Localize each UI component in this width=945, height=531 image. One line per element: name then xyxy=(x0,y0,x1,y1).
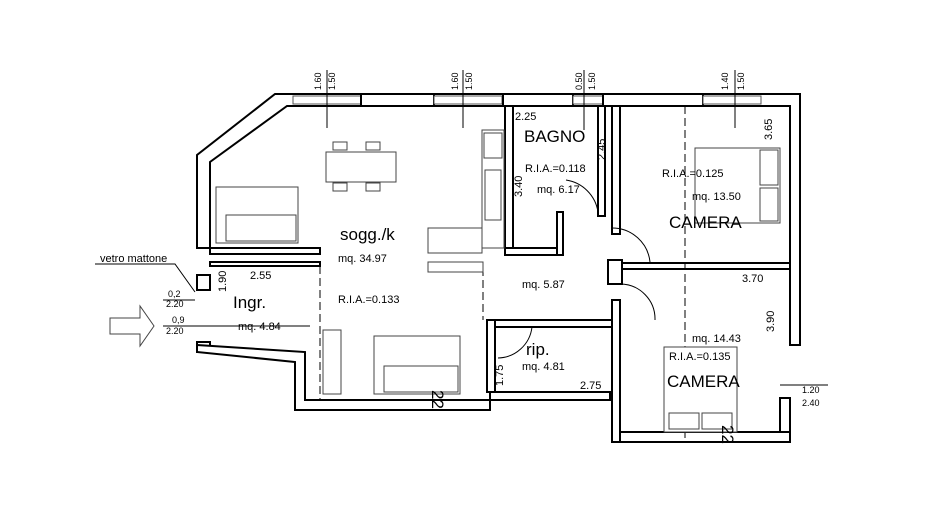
svg-text:mq. 13.50: mq. 13.50 xyxy=(692,191,741,203)
doors xyxy=(497,179,656,359)
svg-text:2.40: 2.40 xyxy=(802,398,820,408)
door-swing xyxy=(619,283,656,321)
svg-text:1.60: 1.60 xyxy=(313,72,323,90)
wall-bottom-mid xyxy=(489,391,611,401)
svg-text:R.I.A.=0.125: R.I.A.=0.125 xyxy=(662,168,723,180)
svg-text:3.70: 3.70 xyxy=(742,273,763,285)
wall-bottom-right xyxy=(611,431,791,443)
wall-bottom-left xyxy=(196,343,491,411)
sink xyxy=(484,169,502,221)
room-name-soggiorno: sogg./k xyxy=(340,225,395,244)
wall-top-left xyxy=(196,93,801,346)
svg-text:mq. 5.87: mq. 5.87 xyxy=(522,279,565,291)
svg-text:mq. 4.84: mq. 4.84 xyxy=(238,321,281,333)
svg-text:3.90: 3.90 xyxy=(765,311,777,332)
dining-table xyxy=(325,151,397,183)
door-swing xyxy=(611,227,651,263)
svg-text:2.55: 2.55 xyxy=(250,270,271,282)
door-pillar xyxy=(607,259,623,285)
room-name-ripostiglio: rip. xyxy=(526,340,550,359)
wall-entrance-jamb xyxy=(196,274,211,291)
room-name-bagno: BAGNO xyxy=(524,127,585,146)
stove xyxy=(483,132,503,159)
window xyxy=(433,95,503,105)
svg-text:mq. 14.43: mq. 14.43 xyxy=(692,333,741,345)
window-dims: 1.60 1.50 1.60 1.50 0.50 1.50 1.40 1.50 xyxy=(313,70,746,130)
svg-text:2.20: 2.20 xyxy=(166,326,184,336)
svg-text:0,2: 0,2 xyxy=(168,289,181,299)
room-name-camera-1: CAMERA xyxy=(669,213,742,232)
room-name-camera-2: CAMERA xyxy=(667,372,740,391)
window xyxy=(572,95,604,105)
furniture xyxy=(215,129,781,433)
svg-text:2.20: 2.20 xyxy=(166,299,184,309)
door-swing xyxy=(565,179,599,213)
top-windows xyxy=(292,93,762,107)
entrance-arrow-icon xyxy=(109,304,155,348)
svg-text:1.60: 1.60 xyxy=(450,72,460,90)
svg-text:1.50: 1.50 xyxy=(327,72,337,90)
svg-text:mq. 4.81: mq. 4.81 xyxy=(522,361,565,373)
door-swing xyxy=(497,326,533,359)
interior-walls xyxy=(209,105,791,443)
svg-text:22: 22 xyxy=(428,390,447,409)
room-labels: sogg./k mq. 34.97 R.I.A.=0.133 2.25 BAGN… xyxy=(100,111,820,444)
svg-text:mq. 6.17: mq. 6.17 xyxy=(537,184,580,196)
svg-text:22: 22 xyxy=(718,425,737,444)
svg-text:0.50: 0.50 xyxy=(574,72,584,90)
svg-text:R.I.A.=0.118: R.I.A.=0.118 xyxy=(525,163,586,175)
svg-text:1.40: 1.40 xyxy=(720,72,730,90)
svg-text:vetro mattone: vetro mattone xyxy=(100,253,167,265)
cabinet xyxy=(322,329,342,395)
svg-text:0,9: 0,9 xyxy=(172,315,185,325)
svg-text:R.I.A.=0.133: R.I.A.=0.133 xyxy=(338,294,399,306)
svg-text:1.50: 1.50 xyxy=(736,72,746,90)
svg-text:1.75: 1.75 xyxy=(494,365,506,386)
svg-text:1.20: 1.20 xyxy=(802,385,820,395)
room-name-ingresso: Ingr. xyxy=(233,293,266,312)
svg-text:2.45: 2.45 xyxy=(596,139,608,160)
window xyxy=(702,95,762,105)
svg-text:3.65: 3.65 xyxy=(763,119,775,140)
svg-text:mq. 34.97: mq. 34.97 xyxy=(338,253,387,265)
outer-walls xyxy=(196,93,801,443)
svg-text:2.75: 2.75 xyxy=(580,380,601,392)
svg-text:1.50: 1.50 xyxy=(587,72,597,90)
svg-text:1.90: 1.90 xyxy=(217,271,229,292)
svg-text:2.25: 2.25 xyxy=(515,111,536,123)
svg-text:1.50: 1.50 xyxy=(464,72,474,90)
svg-text:R.I.A.=0.135: R.I.A.=0.135 xyxy=(669,351,730,363)
svg-text:3.40: 3.40 xyxy=(513,176,525,197)
